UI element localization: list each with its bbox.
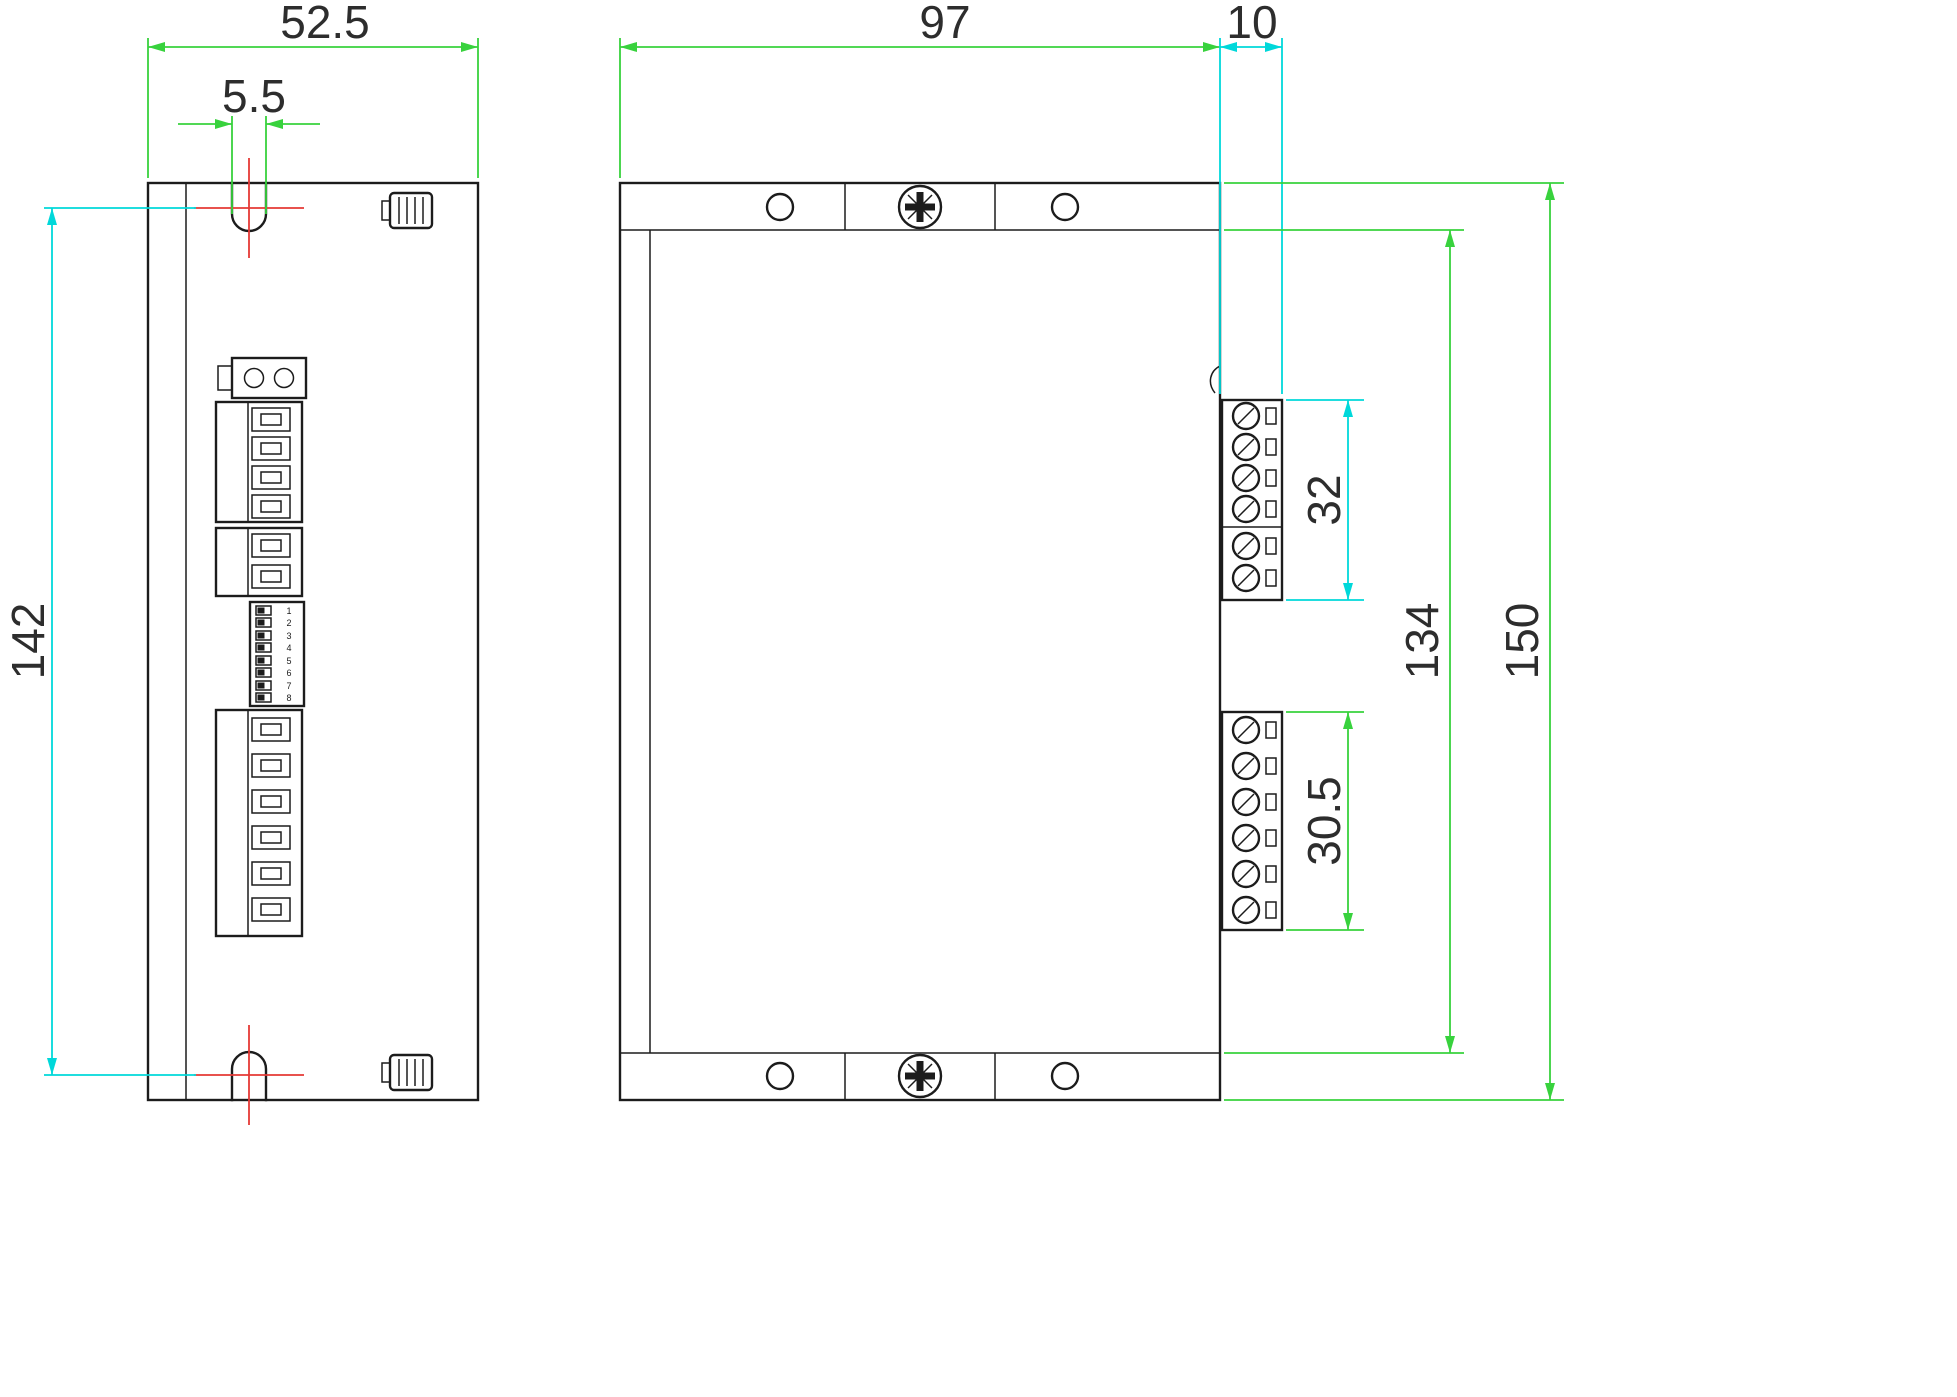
dip-label-4: 4	[286, 643, 291, 653]
dip-label-3: 3	[286, 631, 291, 641]
dim-overall-height: 150	[1224, 182, 1564, 1101]
dim-terminal-depth: 10	[1219, 0, 1283, 394]
dim-label-97: 97	[919, 0, 970, 48]
screw-terminal	[1231, 895, 1277, 925]
screw-terminal	[1231, 563, 1277, 593]
dim-label-30-5: 30.5	[1298, 776, 1350, 866]
screw-terminal	[1231, 823, 1277, 853]
side-view-outline	[146, 181, 480, 1102]
screw-terminal	[1231, 432, 1277, 462]
dim-label-10: 10	[1226, 0, 1277, 48]
dip-label-5: 5	[286, 656, 291, 666]
mounting-hole-bottom-left	[765, 1061, 795, 1091]
screw-terminal	[1231, 751, 1277, 781]
mounting-hole-top-right	[1050, 192, 1080, 222]
screw-terminal	[1231, 401, 1277, 431]
dim-label-32: 32	[1298, 474, 1350, 525]
dim-label-5-5: 5.5	[222, 70, 286, 122]
wire-relief-arc	[1209, 365, 1221, 394]
dim-inner-height: 134	[1224, 229, 1464, 1054]
phillips-screw-top-icon	[897, 184, 943, 230]
mounting-hole-top-left	[765, 192, 795, 222]
dip-switch-block: 1 2 3 4 5 6 7 8	[248, 600, 306, 708]
side-view: 1 2 3 4 5 6 7 8	[146, 158, 480, 1125]
front-view-outline	[618, 181, 1222, 1102]
dim-label-52-5: 52.5	[280, 0, 370, 48]
terminal-block-6pin	[214, 708, 304, 938]
dim-slot-width: 5.5	[178, 70, 320, 214]
terminal-block-4pin	[214, 400, 304, 524]
dip-label-7: 7	[286, 681, 291, 691]
centerline-bottom	[194, 1025, 304, 1125]
front-view	[618, 181, 1284, 1102]
phillips-screw-bottom-icon	[897, 1053, 943, 1099]
dimensions: 52.5 5.5 142 97	[2, 0, 1564, 1101]
screw-terminal	[1231, 787, 1277, 817]
dim-body-width: 97	[619, 0, 1220, 178]
front-terminal-block-bottom	[1220, 710, 1284, 932]
dip-label-8: 8	[286, 693, 291, 703]
dim-label-142: 142	[2, 603, 54, 680]
dim-bottom-connector-height: 30.5	[1286, 711, 1364, 931]
connector-2hole-round	[217, 356, 308, 400]
dim-top-connector-height: 32	[1286, 399, 1364, 601]
centerline-top	[194, 158, 304, 258]
top-panel-knob	[381, 191, 434, 230]
front-terminal-block-top	[1220, 398, 1284, 602]
dip-label-6: 6	[286, 668, 291, 678]
dim-side-depth: 52.5	[147, 0, 479, 178]
dip-label-1: 1	[286, 606, 291, 616]
dip-label-2: 2	[286, 618, 291, 628]
bottom-panel-knob	[381, 1053, 434, 1092]
dim-label-134: 134	[1396, 603, 1448, 680]
screw-terminal	[1231, 463, 1277, 493]
screw-terminal	[1231, 531, 1277, 561]
terminal-block-2pin	[214, 526, 304, 598]
dim-label-150: 150	[1496, 603, 1548, 680]
dim-hole-spacing: 142	[2, 207, 196, 1076]
screw-terminal	[1231, 494, 1277, 524]
screw-terminal	[1231, 715, 1277, 745]
screw-terminal	[1231, 859, 1277, 889]
mounting-hole-bottom-right	[1050, 1061, 1080, 1091]
